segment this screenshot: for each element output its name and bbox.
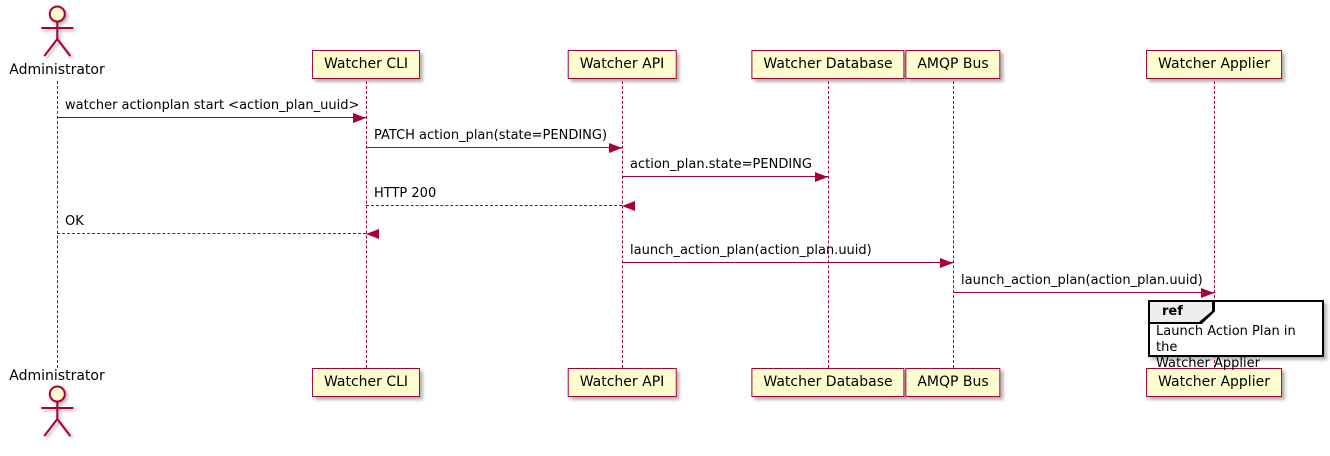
participant-watcher-applier-top: Watcher Applier — [1146, 50, 1282, 79]
message-label-0: watcher actionplan start <action_plan_uu… — [65, 98, 360, 113]
message-line-3 — [366, 205, 622, 206]
participant-watcher-database-top: Watcher Database — [751, 50, 905, 79]
participant-amqp-bus-bottom: AMQP Bus — [905, 368, 1001, 397]
participant-watcher-database-bottom: Watcher Database — [751, 368, 905, 397]
participant-amqp-bus-top: AMQP Bus — [905, 50, 1001, 79]
actor-icon — [41, 385, 73, 437]
message-arrowhead-2 — [815, 172, 828, 182]
ref-text: Launch Action Plan in the Watcher Applie… — [1156, 324, 1318, 372]
participant-watcher-cli-top: Watcher CLI — [311, 50, 421, 79]
message-line-4 — [57, 233, 366, 234]
message-arrowhead-4 — [366, 229, 379, 239]
message-line-6 — [953, 292, 1214, 293]
message-arrowhead-3 — [622, 201, 635, 211]
lifeline-administrator — [57, 81, 58, 368]
lifeline-watcher-applier — [1214, 81, 1215, 368]
participant-watcher-applier-bottom: Watcher Applier — [1146, 368, 1282, 397]
actor-label: Administrator — [9, 62, 105, 78]
message-label-4: OK — [65, 214, 84, 229]
message-line-0 — [57, 117, 366, 118]
message-label-1: PATCH action_plan(state=PENDING) — [374, 128, 608, 143]
ref-text-line: Launch Action Plan in the — [1156, 324, 1296, 355]
message-line-1 — [366, 147, 622, 148]
message-arrowhead-6 — [1201, 288, 1214, 298]
message-arrowhead-0 — [353, 113, 366, 123]
message-line-2 — [622, 176, 828, 177]
message-arrowhead-1 — [609, 143, 622, 153]
message-label-3: HTTP 200 — [374, 186, 437, 201]
message-label-2: action_plan.state=PENDING — [630, 157, 812, 172]
actor-label: Administrator — [9, 368, 105, 384]
ref-text-line: Watcher Applier — [1156, 356, 1260, 371]
lifeline-watcher-api — [622, 81, 623, 368]
actor-administrator-bottom: Administrator — [9, 368, 105, 442]
lifeline-watcher-database — [828, 81, 829, 368]
lifeline-amqp-bus — [953, 81, 954, 368]
message-arrowhead-5 — [940, 258, 953, 268]
actor-administrator-top: Administrator — [9, 4, 105, 78]
message-label-6: launch_action_plan(action_plan.uuid) — [961, 273, 1203, 288]
actor-icon — [41, 5, 73, 57]
participant-watcher-cli-bottom: Watcher CLI — [311, 368, 421, 397]
ref-fragment: ref Launch Action Plan in the Watcher Ap… — [1148, 300, 1324, 371]
ref-keyword: ref — [1150, 302, 1212, 322]
message-label-5: launch_action_plan(action_plan.uuid) — [630, 243, 872, 258]
participant-watcher-api-top: Watcher API — [567, 50, 677, 79]
participant-watcher-api-bottom: Watcher API — [567, 368, 677, 397]
message-line-5 — [622, 262, 953, 263]
lifeline-watcher-cli — [366, 81, 367, 368]
